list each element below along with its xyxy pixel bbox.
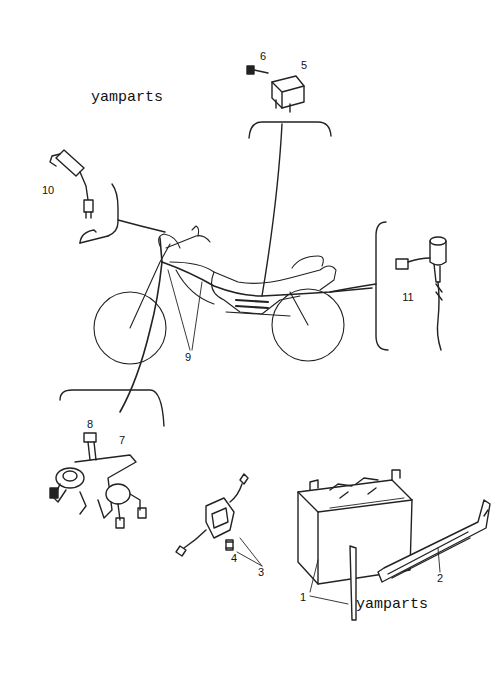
callout-number: 11 [402, 292, 413, 303]
callout-number: 7 [119, 435, 125, 446]
fuse [226, 540, 233, 550]
sensor [50, 150, 93, 218]
bolt [84, 433, 96, 460]
bracket [376, 222, 388, 350]
callout-number: 5 [301, 60, 307, 71]
leader-line [168, 270, 202, 350]
fuse-holder [176, 474, 248, 556]
callout-number: 9 [185, 352, 191, 363]
watermark: yamparts [356, 597, 428, 612]
callout-number: 3 [258, 567, 264, 578]
wire [262, 124, 282, 296]
callout-number: 10 [42, 185, 54, 196]
bolt [247, 66, 268, 74]
relay [272, 76, 304, 112]
bracket [80, 236, 108, 243]
bracket [80, 184, 118, 243]
callout-number: 4 [231, 553, 237, 564]
wire [118, 220, 165, 232]
callout-number: 2 [437, 573, 443, 584]
callout-number: 8 [87, 419, 93, 430]
leader-line [438, 548, 440, 572]
watermark: yamparts [91, 90, 163, 105]
leader-line [237, 538, 262, 566]
bracket [249, 122, 331, 138]
motorcycle [94, 226, 344, 364]
callout-number: 6 [260, 51, 266, 62]
bracket [60, 390, 164, 426]
leader-line [310, 560, 348, 604]
sensor [396, 237, 446, 350]
battery-strap [378, 500, 490, 582]
wire-harness [120, 238, 372, 412]
callout-number: 1 [300, 592, 306, 603]
ignition-switch [50, 455, 146, 528]
